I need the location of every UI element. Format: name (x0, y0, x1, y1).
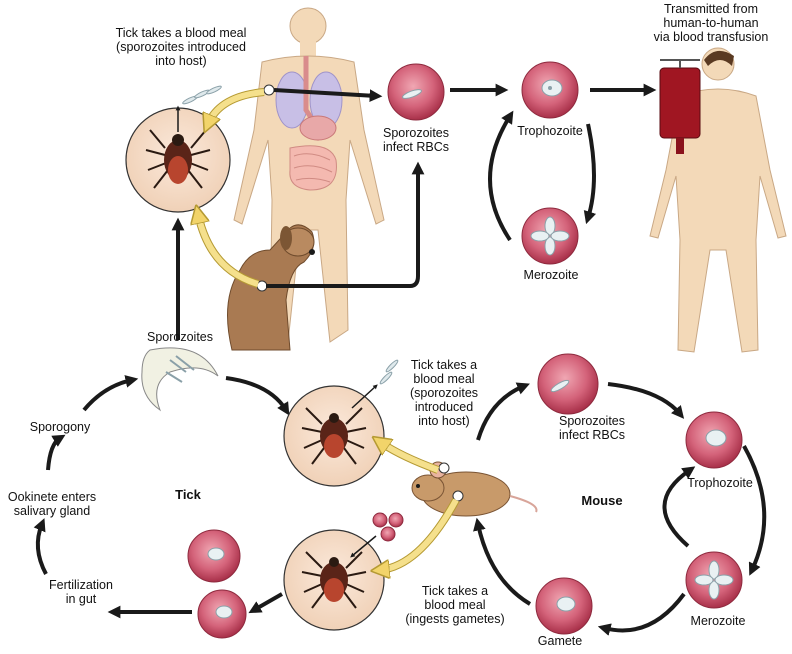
trophozoite-cell-bottom (685, 411, 743, 469)
label-merozoite-top: Merozoite (523, 268, 579, 282)
tick-circle-bottom (283, 529, 385, 631)
tick-circle-top (125, 105, 231, 213)
tick-icon (145, 129, 211, 189)
gamete-cell (535, 577, 593, 635)
human-figure-right (649, 47, 787, 353)
salivary-gland-icon (141, 347, 219, 412)
label-tick-host: Tick (175, 487, 201, 502)
gametes-icon (372, 512, 404, 542)
bite-site-human (263, 84, 275, 96)
gamete-in-gut-lower (197, 589, 247, 639)
label-merozoite-bottom: Merozoite (690, 614, 746, 628)
label-sporozoites: Sporozoites (146, 330, 213, 344)
red-blood-cell-icon (387, 63, 445, 121)
trophozoite-cell-top (521, 61, 579, 119)
tick-circle-middle (283, 384, 385, 487)
bite-site-dog (256, 280, 268, 292)
blood-bag-icon (659, 59, 701, 154)
label-tick-meal-top: Tick takes a blood meal(sporozoites intr… (115, 26, 247, 68)
gamete-in-gut-upper (187, 529, 241, 583)
label-gamete: Gamete (537, 634, 583, 648)
merozoite-cell-bottom (685, 551, 743, 609)
label-trophozoite-top: Trophozoite (517, 124, 583, 138)
mouse-icon (411, 461, 538, 517)
label-trophozoite-bottom: Trophozoite (687, 476, 753, 490)
label-sporogony: Sporogony (29, 420, 91, 434)
merozoite-cell-top (521, 207, 579, 265)
infected-rbc-bottom (537, 353, 599, 415)
sporozoite-icon (182, 85, 222, 105)
label-mouse-host: Mouse (581, 493, 623, 508)
